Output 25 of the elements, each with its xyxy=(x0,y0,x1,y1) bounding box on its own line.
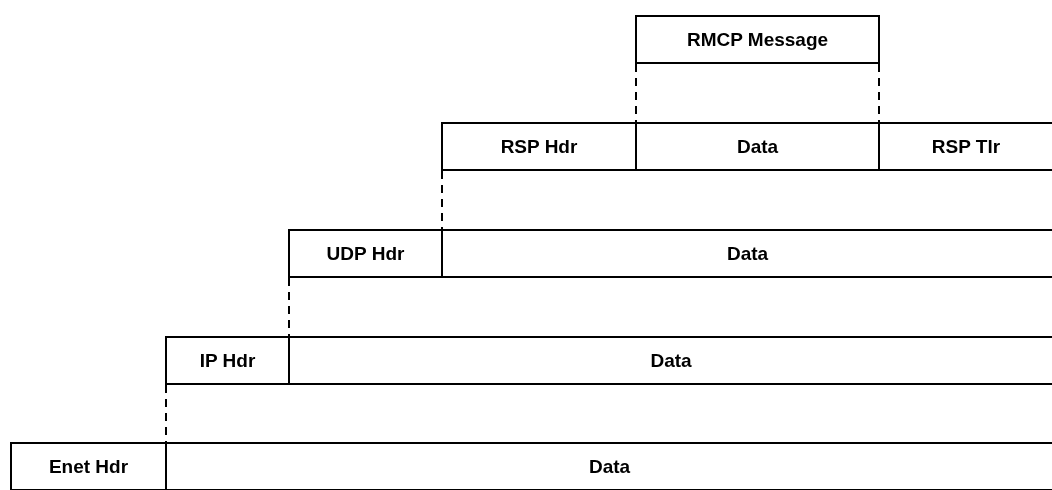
field-label: Data xyxy=(736,135,779,158)
message-box xyxy=(635,15,880,64)
field-label: UDP Hdr xyxy=(326,242,405,265)
header-field xyxy=(441,122,635,171)
header-field xyxy=(288,229,441,278)
field-label: Data xyxy=(726,242,769,265)
field-label: Enet Hdr xyxy=(48,455,129,478)
data-field xyxy=(441,229,1052,278)
field-label: RSP Tlr xyxy=(931,135,1001,158)
dashed-connector xyxy=(635,63,637,123)
field-label: Data xyxy=(650,349,692,372)
field-label: IP Hdr xyxy=(199,349,256,372)
data-field xyxy=(635,122,878,171)
field-label: Data xyxy=(588,455,631,478)
data-field xyxy=(288,336,1052,385)
dashed-connector xyxy=(441,170,443,230)
dashed-connector xyxy=(878,63,880,123)
field-label: RMCP Message xyxy=(686,28,829,51)
trailer-field xyxy=(878,122,1052,171)
header-field xyxy=(165,336,288,385)
dashed-connector xyxy=(165,384,167,443)
header-field xyxy=(10,442,165,490)
dashed-connector xyxy=(288,277,290,337)
data-field xyxy=(165,442,1052,490)
field-label: RSP Hdr xyxy=(500,135,578,158)
